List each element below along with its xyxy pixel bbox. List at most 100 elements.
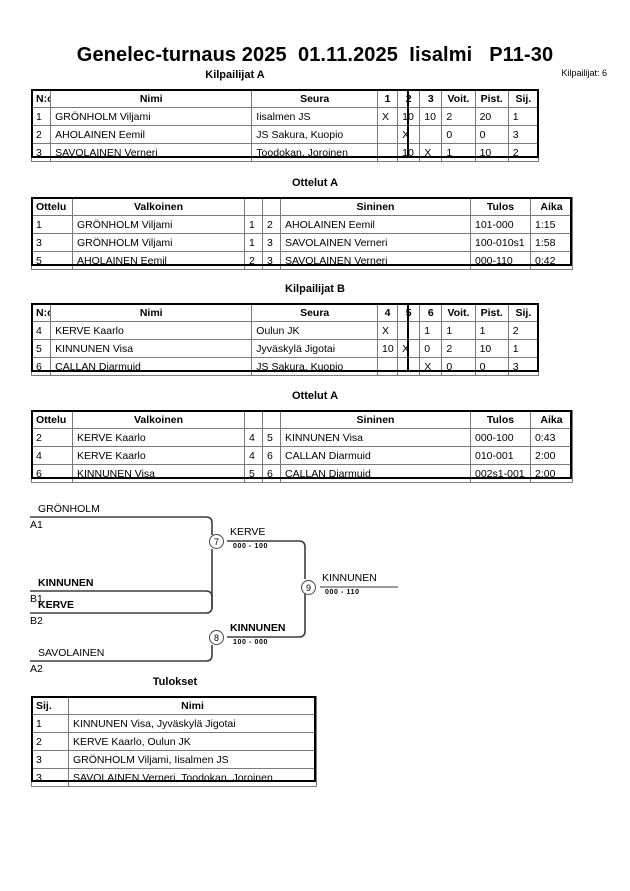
cell-valkoinen: KINNUNEN Visa: [72, 464, 245, 483]
bracket-match-number: 9: [301, 580, 316, 595]
cell-nimi: AHOLAINEN Eemil: [50, 125, 253, 144]
cell-m3: X: [419, 143, 443, 162]
cell-white-no: 2: [244, 251, 263, 270]
table-row: 3 GRÖNHOLM Viljami, Iisalmen JS: [31, 750, 317, 769]
table-row: 5 KINNUNEN Visa Jyväskylä Jigotai 10 X 0…: [30, 339, 540, 358]
cell-m4: [377, 357, 399, 376]
cell-white-no: 5: [244, 464, 263, 483]
cell-blue-no: 3: [262, 251, 281, 270]
cell-sij: 2: [507, 143, 540, 162]
cell-ottelu: 2: [31, 428, 73, 447]
col-pist: Pist.: [474, 303, 509, 322]
col-nimi: Nimi: [50, 89, 253, 108]
col-ottelu: Ottelu: [31, 410, 73, 429]
cell-blue-no: 6: [262, 464, 281, 483]
col-no: N:o: [30, 303, 52, 322]
bracket-lines: [30, 516, 398, 662]
matches-a-table: Ottelu Valkoinen Sininen Tulos Aika 1 GR…: [31, 197, 573, 270]
col-sininen: Sininen: [280, 197, 471, 216]
pool-a-table: N:o Nimi Seura 1 2 3 Voit. Pist. Sij. 1 …: [30, 89, 540, 162]
results-table: Sij. Nimi 1 KINNUNEN Visa, Jyväskylä Jig…: [31, 696, 317, 787]
table-row: 4 KERVE Kaarlo Oulun JK X 1 1 1 2: [30, 321, 540, 340]
pool-b-table: N:o Nimi Seura 4 5 6 Voit. Pist. Sij. 4 …: [30, 303, 540, 376]
table-header-row: N:o Nimi Seura 4 5 6 Voit. Pist. Sij.: [30, 303, 540, 322]
col-valkoinen: Valkoinen: [72, 197, 245, 216]
cell-m6: 0: [419, 339, 443, 358]
cell-m1: X: [377, 107, 399, 126]
competitor-count: Kilpailijat: 6: [561, 68, 607, 78]
col-m3: 3: [419, 89, 443, 108]
cell-sininen: CALLAN Diarmuid: [280, 464, 471, 483]
cell-sij: 1: [31, 714, 69, 733]
col-white-no: [244, 410, 263, 429]
cell-pist: 10: [474, 143, 509, 162]
table-row: 6 KINNUNEN Visa 5 6 CALLAN Diarmuid 002s…: [31, 464, 573, 483]
col-tulos: Tulos: [470, 197, 531, 216]
col-white-no: [244, 197, 263, 216]
bracket-entry-seed: A1: [30, 519, 43, 531]
cell-m6: 1: [419, 321, 443, 340]
col-voit: Voit.: [441, 303, 476, 322]
cell-sij: 3: [31, 750, 69, 769]
cell-seura: JS Sakura, Kuopio: [251, 357, 379, 376]
cell-seura: Jyväskylä Jigotai: [251, 339, 379, 358]
cell-sininen: SAVOLAINEN Verneri: [280, 251, 471, 270]
cell-aika: 0:42: [530, 251, 573, 270]
cell-white-no: 4: [244, 428, 263, 447]
cell-no: 1: [30, 107, 52, 126]
table-row: 1 KINNUNEN Visa, Jyväskylä Jigotai: [31, 714, 317, 733]
cell-valkoinen: GRÖNHOLM Viljami: [72, 215, 245, 234]
cell-no: 3: [30, 143, 52, 162]
cell-seura: Oulun JK: [251, 321, 379, 340]
cell-ottelu: 4: [31, 446, 73, 465]
col-blue-no: [262, 410, 281, 429]
cell-sij: 3: [507, 357, 540, 376]
cell-m1: [377, 125, 399, 144]
table-row: 2 AHOLAINEN Eemil JS Sakura, Kuopio X 0 …: [30, 125, 540, 144]
table-header-row: N:o Nimi Seura 1 2 3 Voit. Pist. Sij.: [30, 89, 540, 108]
bracket-entry-name: KERVE: [38, 599, 74, 611]
col-nimi: Nimi: [50, 303, 253, 322]
cell-tulos: 101-000: [470, 215, 531, 234]
cell-voit: 2: [441, 107, 476, 126]
bracket-entry-seed: B2: [30, 615, 43, 627]
cell-white-no: 4: [244, 446, 263, 465]
cell-blue-no: 2: [262, 215, 281, 234]
cell-aika: 2:00: [530, 446, 573, 465]
col-ottelu: Ottelu: [31, 197, 73, 216]
cell-tulos: 000-110: [470, 251, 531, 270]
col-no: N:o: [30, 89, 52, 108]
pool-a-divider: [407, 89, 409, 158]
cell-aika: 1:15: [530, 215, 573, 234]
col-m1: 1: [377, 89, 399, 108]
cell-nimi: KERVE Kaarlo, Oulun JK: [68, 732, 317, 751]
table-header-row: Ottelu Valkoinen Sininen Tulos Aika: [31, 197, 573, 216]
table-row: 1 GRÖNHOLM Viljami Iisalmen JS X 10 10 2…: [30, 107, 540, 126]
bracket-winner-name: KINNUNEN: [322, 572, 377, 584]
cell-m1: [377, 143, 399, 162]
bracket-entry-name: SAVOLAINEN: [38, 647, 105, 659]
cell-sij: 2: [31, 732, 69, 751]
cell-tulos: 100-010s1: [470, 233, 531, 252]
cell-valkoinen: KERVE Kaarlo: [72, 446, 245, 465]
cell-pist: 20: [474, 107, 509, 126]
cell-ottelu: 6: [31, 464, 73, 483]
cell-white-no: 1: [244, 215, 263, 234]
page-title: Genelec-turnaus 2025 01.11.2025 Iisalmi …: [76, 44, 554, 66]
cell-sij: 3: [31, 768, 69, 787]
pool-b-divider: [407, 303, 409, 372]
cell-valkoinen: GRÖNHOLM Viljami: [72, 233, 245, 252]
cell-voit: 2: [441, 339, 476, 358]
col-sij: Sij.: [507, 303, 540, 322]
bracket-score: 000 - 110: [325, 589, 360, 596]
cell-ottelu: 5: [31, 251, 73, 270]
pool-a-caption: Kilpailijat A: [205, 69, 265, 81]
results-caption: Tulokset: [152, 676, 198, 688]
cell-m4: 10: [377, 339, 399, 358]
cell-no: 4: [30, 321, 52, 340]
matches-a-caption: Ottelut A: [291, 177, 339, 189]
bracket-entry-name: GRÖNHOLM: [38, 503, 100, 515]
table-row: 4 KERVE Kaarlo 4 6 CALLAN Diarmuid 010-0…: [31, 446, 573, 465]
cell-nimi: GRÖNHOLM Viljami: [50, 107, 253, 126]
col-m4: 4: [377, 303, 399, 322]
